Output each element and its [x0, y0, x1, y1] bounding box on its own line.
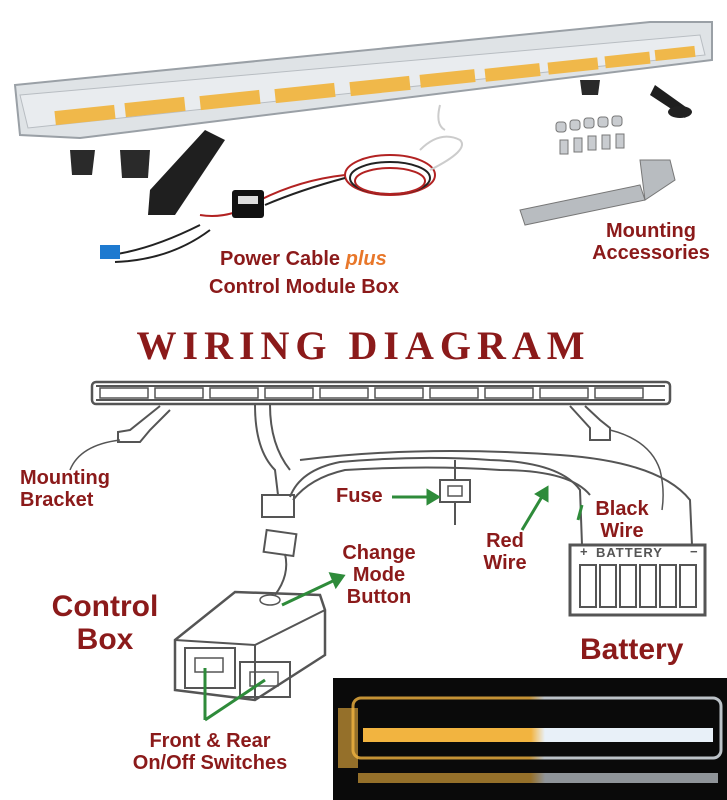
control-box-label: Control Box: [40, 590, 170, 656]
diagram-control-box: [173, 590, 327, 702]
change-mode-button-label: Change Mode Button: [334, 542, 424, 608]
switches-label: Front & Rear On/Off Switches: [110, 730, 310, 774]
diagram-mode-button: [259, 594, 281, 606]
red-wire-line2: Wire: [483, 552, 527, 574]
diagram-battery: [568, 543, 707, 617]
mounting-bracket-photo: [148, 130, 225, 215]
power-cable-text: Power Cable: [220, 248, 341, 270]
power-cable-label: Power Cable plus: [220, 248, 387, 270]
switches-line1: Front & Rear: [149, 730, 271, 752]
black-wire-line1: Black: [595, 498, 649, 520]
power-cable-photo: [109, 104, 463, 263]
battery-terminal-plus: +: [580, 544, 588, 559]
diagram-red-wire: [289, 456, 583, 546]
annotation-arrows: [203, 485, 584, 722]
control-box-line1: Control: [51, 590, 159, 623]
wiring-diagram-title: WIRING DIAGRAM: [136, 323, 591, 368]
change-mode-line2: Mode: [352, 564, 406, 586]
accessories-photo: [519, 115, 676, 226]
diagram-switch-rear: [239, 661, 291, 698]
red-wire-label: Red Wire: [470, 530, 540, 574]
diagram-led-segments: [99, 387, 644, 399]
diagram-bracket-right: [569, 405, 611, 441]
black-wire-line2: Wire: [600, 520, 644, 542]
red-wire-line1: Red: [486, 530, 524, 552]
diagram-drawing: [69, 380, 707, 702]
diagram-bracket-left: [117, 405, 171, 443]
mounting-bracket-line2: Bracket: [20, 489, 94, 511]
mounting-bracket-label: Mounting Bracket: [20, 467, 110, 511]
battery-text: BATTERY: [596, 545, 663, 560]
mounting-bracket-line1: Mounting: [20, 467, 110, 489]
diagram-light-bar: [90, 380, 672, 406]
change-mode-line3: Button: [346, 586, 412, 608]
change-mode-line1: Change: [342, 542, 416, 564]
lit-light-bar-photo: [333, 678, 727, 800]
diagram-fuse: [439, 479, 471, 503]
battery-terminal-minus: −: [690, 544, 698, 559]
diagram-connector: [261, 494, 295, 518]
control-box-line2: Box: [76, 623, 134, 656]
fuse-label: Fuse: [336, 485, 383, 507]
diagram-switch-front: [184, 647, 236, 689]
control-module-box-label: Control Module Box: [209, 276, 399, 298]
battery-label: Battery: [580, 633, 684, 666]
mounting-accessories-line2: Accessories: [592, 242, 710, 264]
plus-text: plus: [345, 248, 387, 270]
mounting-accessories-line1: Mounting: [606, 220, 696, 242]
black-wire-label: Black Wire: [582, 498, 662, 542]
led-modules: [54, 45, 696, 126]
switches-line2: On/Off Switches: [132, 752, 288, 774]
diagram-black-wire: [299, 450, 693, 546]
mounting-accessories-label: Mounting Accessories: [586, 220, 716, 264]
